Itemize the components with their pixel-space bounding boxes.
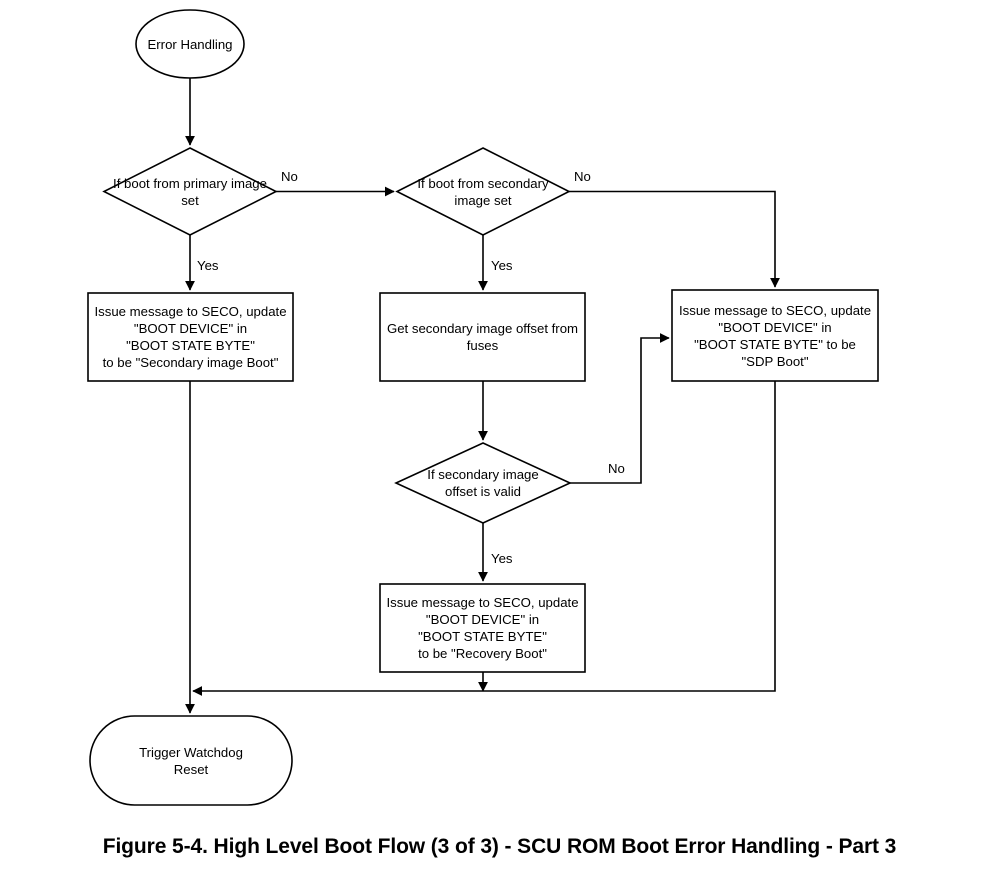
shape-decision-offset-valid	[394, 442, 572, 524]
edge-sdp-to-merge	[192, 381, 776, 696]
shape-decision-secondary	[395, 147, 571, 236]
edge-label-primary-no: No	[281, 169, 298, 184]
shape-start-ellipse	[135, 9, 245, 79]
shape-decision-primary	[102, 147, 278, 236]
edge-label-secondary-no: No	[574, 169, 591, 184]
edge-label-secondary-yes: Yes	[491, 258, 513, 273]
edge-label-primary-yes: Yes	[197, 258, 219, 273]
shape-process-get-offset	[379, 292, 586, 382]
edge-secondary-no-to-sdp	[569, 190, 780, 288]
edge-label-offset-yes: Yes	[491, 551, 513, 566]
shape-process-recovery-boot	[379, 583, 586, 673]
shape-end-watchdog	[89, 715, 293, 806]
figure-caption: Figure 5-4. High Level Boot Flow (3 of 3…	[102, 835, 897, 858]
shape-process-sdp-boot	[671, 289, 879, 382]
edge-label-offset-no: No	[608, 461, 625, 476]
edge-offset-no-to-sdp	[570, 333, 670, 484]
shape-process-secondary-image-boot	[87, 292, 294, 382]
